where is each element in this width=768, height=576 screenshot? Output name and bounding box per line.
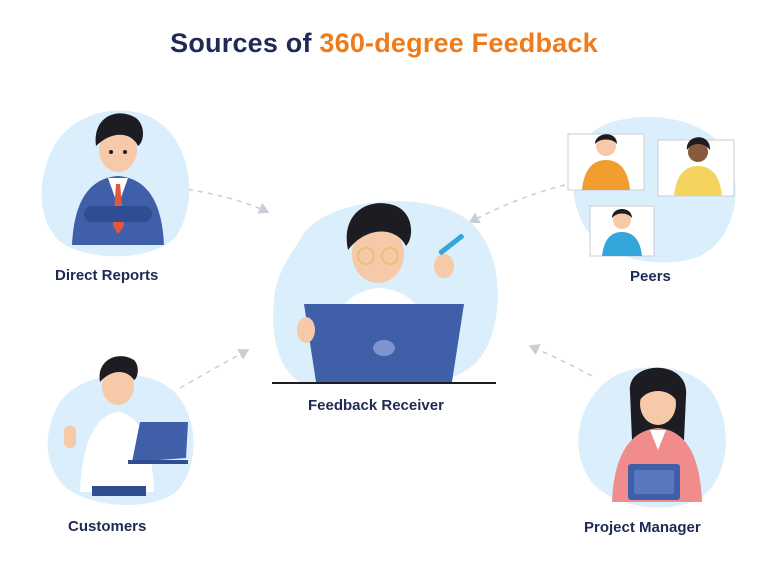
label-feedback-receiver: Feedback Receiver bbox=[308, 397, 444, 414]
customers-illustration bbox=[47, 356, 194, 505]
connector-customers bbox=[179, 349, 250, 389]
peers-illustration bbox=[567, 117, 736, 263]
direct-reports-illustration bbox=[41, 110, 190, 257]
label-customers: Customers bbox=[68, 518, 147, 535]
connector-peers bbox=[468, 184, 566, 224]
diagram-title: Sources of 360-degree Feedback bbox=[0, 28, 768, 59]
label-direct-reports: Direct Reports bbox=[55, 267, 159, 284]
connector-project-manager bbox=[528, 344, 593, 377]
title-prefix: Sources of bbox=[170, 28, 320, 58]
feedback-receiver-illustration bbox=[272, 201, 498, 384]
connector-direct-reports bbox=[177, 187, 270, 214]
title-highlight: 360-degree Feedback bbox=[319, 28, 598, 58]
label-project-manager: Project Manager bbox=[584, 519, 701, 536]
label-peers: Peers bbox=[630, 268, 671, 285]
project-manager-illustration bbox=[578, 367, 726, 508]
